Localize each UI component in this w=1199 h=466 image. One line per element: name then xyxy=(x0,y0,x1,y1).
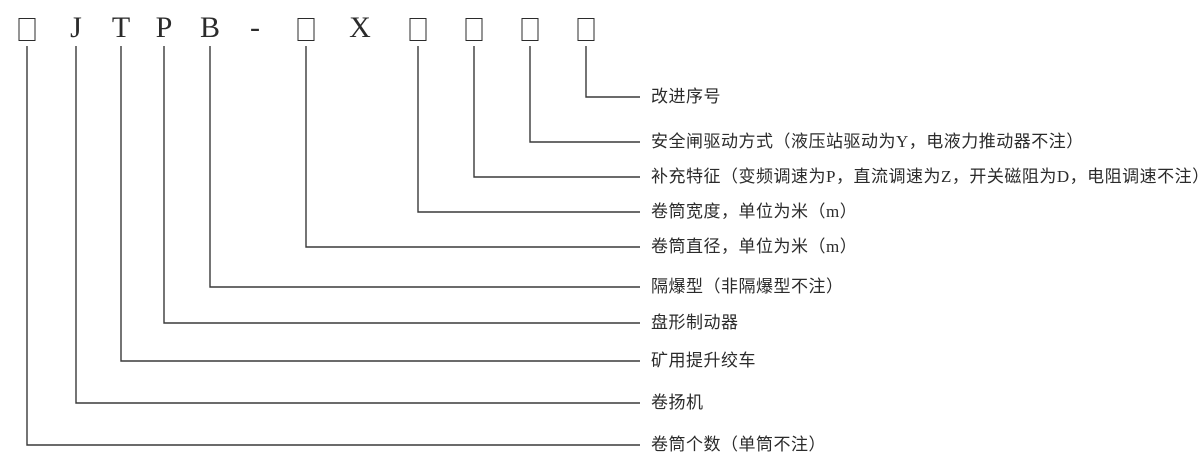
connector-line-1 xyxy=(529,46,640,143)
connector-line-0 xyxy=(585,46,640,98)
connector-line-4 xyxy=(305,46,640,248)
legend-label-7: 矿用提升绞车 xyxy=(651,351,756,370)
legend-label-0: 改进序号 xyxy=(651,87,721,106)
legend-label-9: 卷筒个数（单筒不注） xyxy=(651,435,826,454)
legend-label-5: 隔爆型（非隔爆型不注） xyxy=(651,277,844,296)
code-letter-symbol-3: P xyxy=(155,11,173,44)
code-letter-symbol-2: T xyxy=(111,11,131,44)
legend-label-1: 安全闸驱动方式（液压站驱动为Y，电液力推动器不注） xyxy=(651,132,1084,151)
code-box-symbol-6 xyxy=(297,18,315,41)
connector-line-8 xyxy=(75,46,640,404)
code-box-symbol-0 xyxy=(18,18,36,41)
code-letter-symbol-5: - xyxy=(250,11,260,44)
code-box-symbol-11 xyxy=(577,18,595,41)
legend-label-4: 卷筒直径，单位为米（m） xyxy=(651,237,858,256)
code-box-symbol-10 xyxy=(521,18,539,41)
connector-line-7 xyxy=(120,46,640,362)
connector-line-3 xyxy=(417,46,640,213)
connector-line-6 xyxy=(163,46,640,324)
connector-line-2 xyxy=(473,46,640,178)
legend-label-2: 补充特征（变频调速为P，直流调速为Z，开关磁阻为D，电阻调速不注） xyxy=(651,167,1199,186)
code-box-symbol-8 xyxy=(409,18,427,41)
legend-label-8: 卷扬机 xyxy=(651,393,704,412)
legend-label-6: 盘形制动器 xyxy=(651,313,739,332)
code-letter-symbol-7: X xyxy=(349,11,371,44)
code-letter-symbol-1: J xyxy=(70,11,82,44)
code-letter-symbol-4: B xyxy=(199,11,221,44)
connector-line-5 xyxy=(209,46,640,288)
code-box-symbol-9 xyxy=(465,18,483,41)
legend-label-3: 卷筒宽度，单位为米（m） xyxy=(651,202,858,221)
connector-line-9 xyxy=(26,46,640,446)
